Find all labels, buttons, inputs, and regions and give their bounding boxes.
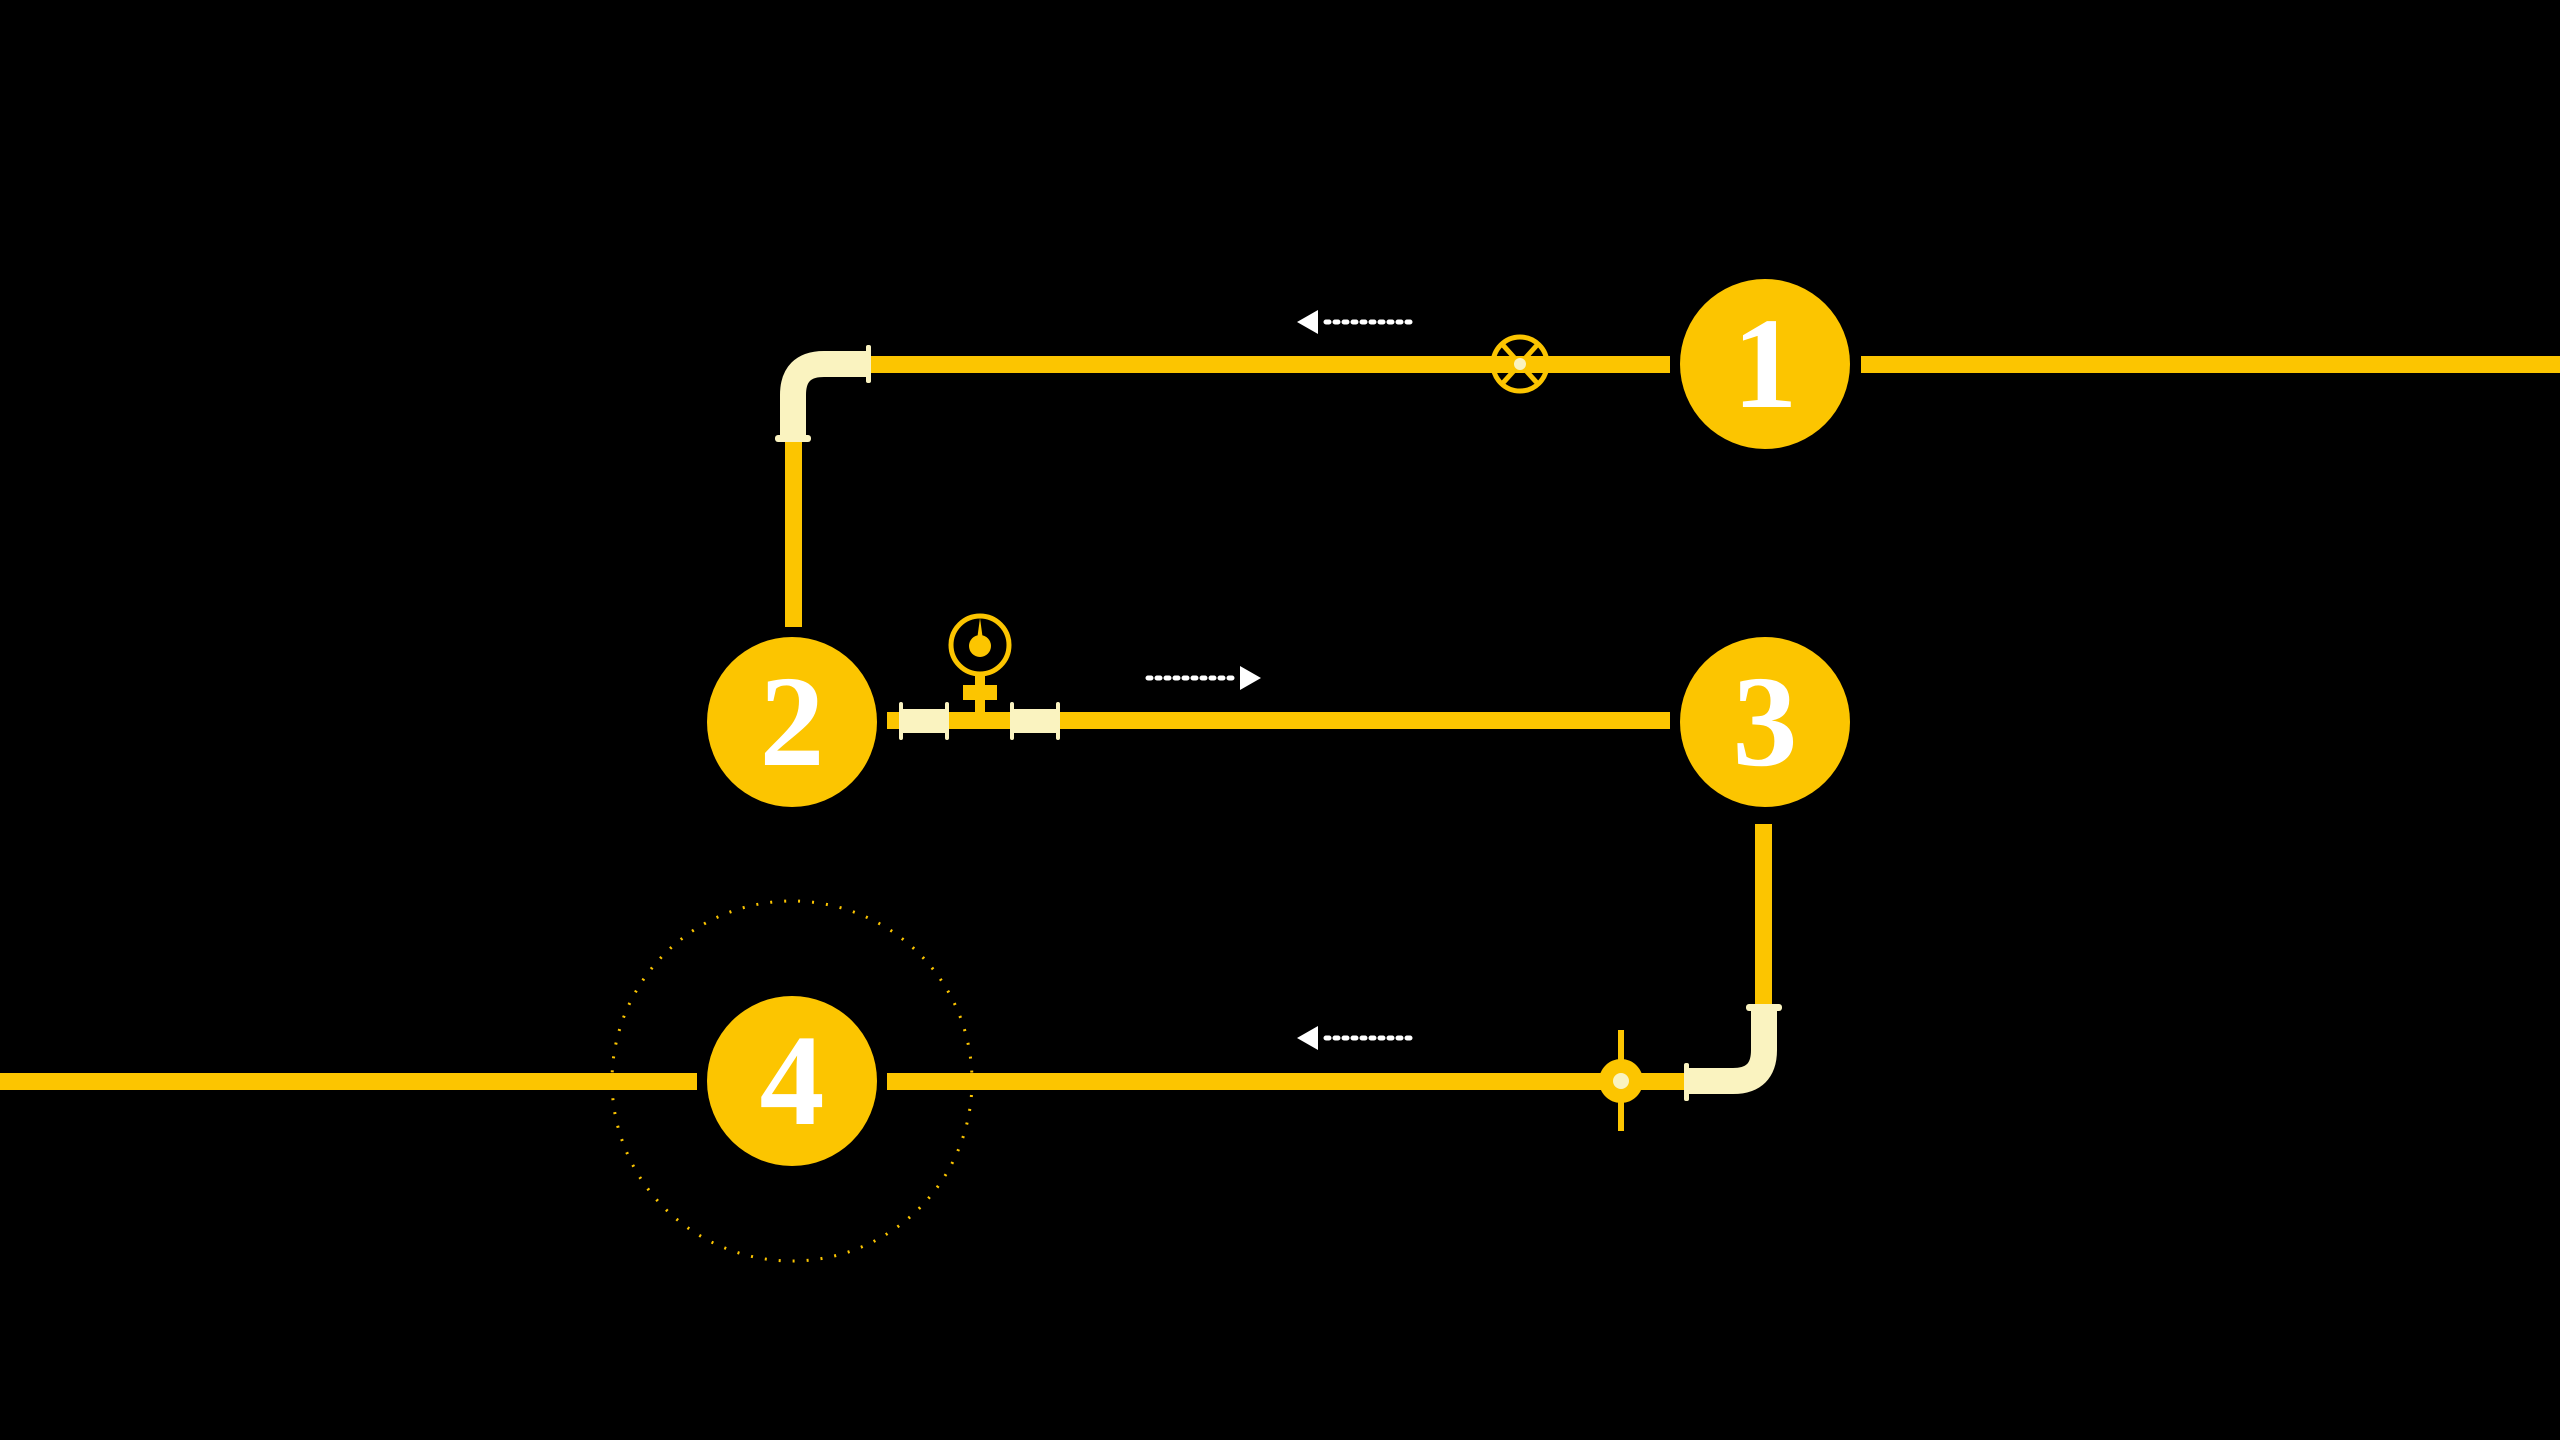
station-3[interactable]: 3 xyxy=(1680,637,1850,807)
pipe-top-right xyxy=(1861,356,2560,373)
pipe-coupling-icon xyxy=(899,702,949,740)
station-4-label: 4 xyxy=(760,1009,825,1153)
station-2-label: 2 xyxy=(760,650,825,794)
pressure-gauge-icon xyxy=(948,613,1012,716)
shutoff-valve-icon xyxy=(1599,1030,1643,1131)
pipe-elbow-icon xyxy=(1684,1004,1782,1101)
station-1-label: 1 xyxy=(1733,292,1798,436)
station-3-label: 3 xyxy=(1733,650,1798,794)
station-1[interactable]: 1 xyxy=(1680,279,1850,449)
station-2[interactable]: 2 xyxy=(707,637,877,807)
flow-arrow-right xyxy=(1145,666,1261,690)
pipe-elbow-icon xyxy=(775,345,871,442)
pipe-bottom-left xyxy=(0,1073,697,1090)
pipe-bottom xyxy=(887,1073,1687,1090)
valve-wheel-icon xyxy=(1490,334,1550,394)
pipe-middle xyxy=(887,712,1670,729)
pipe-left-vertical xyxy=(785,441,802,627)
flow-arrow-left xyxy=(1297,310,1413,334)
station-4-highlight-ring xyxy=(610,899,974,1263)
pipe-right-vertical xyxy=(1755,824,1772,1009)
pipe-top xyxy=(868,356,1670,373)
station-4[interactable]: 4 xyxy=(707,996,877,1166)
flow-arrow-left xyxy=(1297,1026,1413,1050)
pipe-coupling-icon xyxy=(1010,702,1060,740)
